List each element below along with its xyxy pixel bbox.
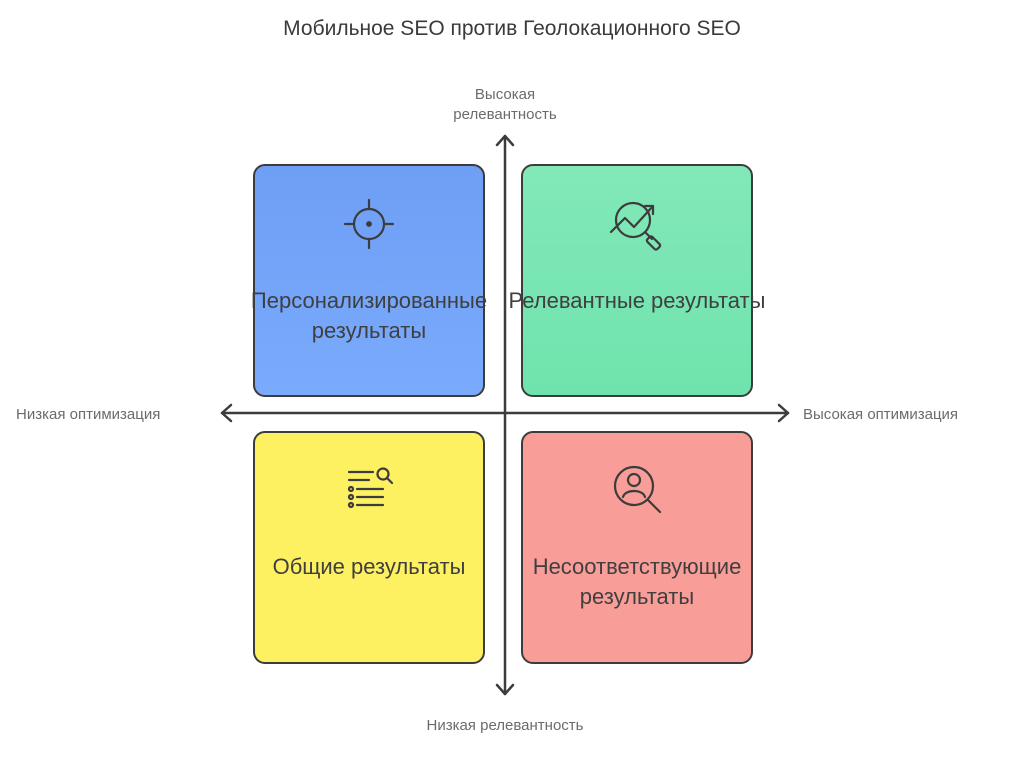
quadrant-general-results: Общие результаты xyxy=(253,431,485,664)
arrow-up-icon xyxy=(495,134,515,147)
page-title: Мобильное SEO против Геолокационного SEO xyxy=(283,17,741,40)
axis-label-low-optimization: Низкая оптимизация xyxy=(16,406,161,423)
axis-label-high-relevance: Высокая релевантность xyxy=(453,86,557,123)
quadrant-label: Общие результаты xyxy=(272,554,466,579)
arrow-left-icon xyxy=(220,403,233,423)
arrow-right-icon xyxy=(777,403,790,423)
axis-label-high-optimization: Высокая оптимизация xyxy=(803,406,959,423)
crosshair-icon xyxy=(343,198,395,250)
quadrant-personalized-results: Персонализированные результаты xyxy=(251,164,487,397)
list-search-icon xyxy=(347,467,394,509)
quadrant-relevant-results: Релевантные результаты xyxy=(509,164,765,397)
quadrant-label: Персонализированные результаты xyxy=(250,288,488,343)
quadrant-label: Релевантные результаты xyxy=(508,288,766,313)
arrow-down-icon xyxy=(495,683,515,696)
axis-label-low-relevance: Низкая релевантность xyxy=(426,717,584,734)
quadrant-irrelevant-results: Несоответствующие результаты xyxy=(521,431,753,664)
quadrant-label: Несоответствующие результаты xyxy=(532,554,742,609)
user-search-icon xyxy=(613,465,662,514)
trend-search-icon xyxy=(609,201,662,251)
